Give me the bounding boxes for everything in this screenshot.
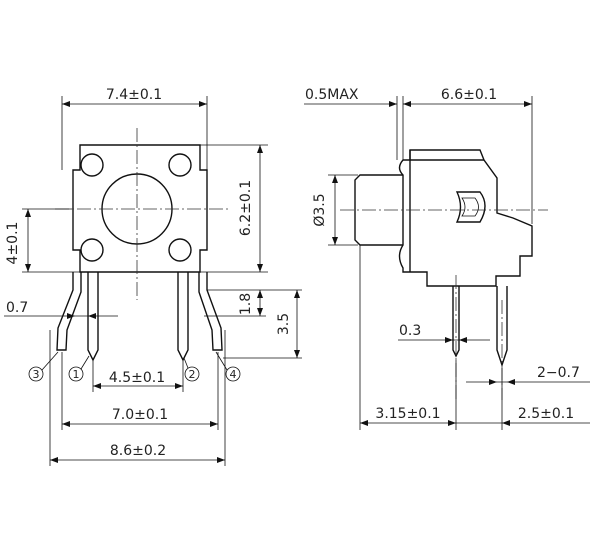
svg-text:3: 3	[33, 368, 40, 381]
dim-side-top: 0.5MAX 6.6±0.1	[304, 87, 533, 224]
svg-text:4.5±0.1: 4.5±0.1	[109, 370, 165, 386]
svg-text:4: 4	[230, 368, 237, 381]
dim-front-width-top: 7.4±0.1	[61, 87, 208, 170]
corner-dimple-bottom-left	[80, 238, 104, 262]
pin-label-2: 2	[183, 357, 200, 382]
side-lead-long	[496, 286, 508, 368]
corner-dimple-top-left	[80, 153, 104, 177]
corner-dimple-bottom-right	[168, 238, 192, 262]
corner-dimple-top-right	[168, 153, 192, 177]
svg-text:1.8: 1.8	[238, 293, 254, 315]
lead-4	[198, 272, 223, 351]
svg-text:8.6±0.2: 8.6±0.2	[110, 443, 166, 459]
side-latch	[455, 191, 486, 223]
svg-text:7.4±0.1: 7.4±0.1	[106, 87, 162, 103]
side-view: 0.5MAX 6.6±0.1 Ø3.5 0.3 2−0.7	[304, 87, 590, 430]
svg-text:0.3: 0.3	[399, 323, 421, 339]
front-body-outline	[72, 144, 208, 273]
svg-text:7.0±0.1: 7.0±0.1	[112, 407, 168, 423]
dim-front-height-body: 6.2±0.1	[200, 144, 268, 273]
svg-text:3.15±0.1: 3.15±0.1	[375, 406, 440, 422]
pin-label-3: 3	[28, 351, 59, 382]
dim-side-button-diameter: Ø3.5	[312, 174, 358, 246]
lead-2	[177, 272, 189, 362]
svg-text:6.2±0.1: 6.2±0.1	[238, 180, 254, 236]
svg-text:2.5±0.1: 2.5±0.1	[518, 406, 574, 422]
dim-front-lead-lengths: 1.8 3.5	[204, 289, 302, 359]
svg-text:0.7: 0.7	[6, 300, 28, 316]
lead-3	[56, 272, 82, 351]
svg-text:2−0.7: 2−0.7	[537, 365, 580, 381]
svg-text:1: 1	[73, 368, 80, 381]
front-view: 3 1 2 4 7.4±0.1	[4, 87, 302, 466]
dim-front-pitch-outer: 7.0±0.1	[61, 352, 219, 430]
svg-text:4±0.1: 4±0.1	[5, 222, 21, 265]
dim-front-width-overall: 8.6±0.2	[49, 330, 226, 466]
svg-text:Ø3.5: Ø3.5	[312, 193, 328, 226]
svg-text:2: 2	[189, 368, 196, 381]
pin-label-4: 4	[215, 351, 241, 382]
side-lead-short	[452, 286, 460, 358]
side-body-outline	[398, 149, 533, 287]
dim-front-pitch-inner: 4.5±0.1	[92, 360, 184, 392]
dim-side-lead-thickness: 0.3	[398, 323, 490, 343]
side-plunger	[354, 174, 403, 246]
dim-front-lead-offset: 0.7	[4, 300, 118, 319]
pin-label-1: 1	[68, 355, 90, 382]
dim-side-lead-spread: 2−0.7	[466, 365, 590, 385]
svg-text:6.6±0.1: 6.6±0.1	[441, 87, 497, 103]
svg-text:3.5: 3.5	[276, 313, 292, 335]
dim-front-height-center: 4±0.1	[5, 208, 80, 273]
dim-side-bottom: 3.15±0.1 2.5±0.1	[359, 245, 590, 430]
svg-text:0.5MAX: 0.5MAX	[305, 87, 359, 103]
